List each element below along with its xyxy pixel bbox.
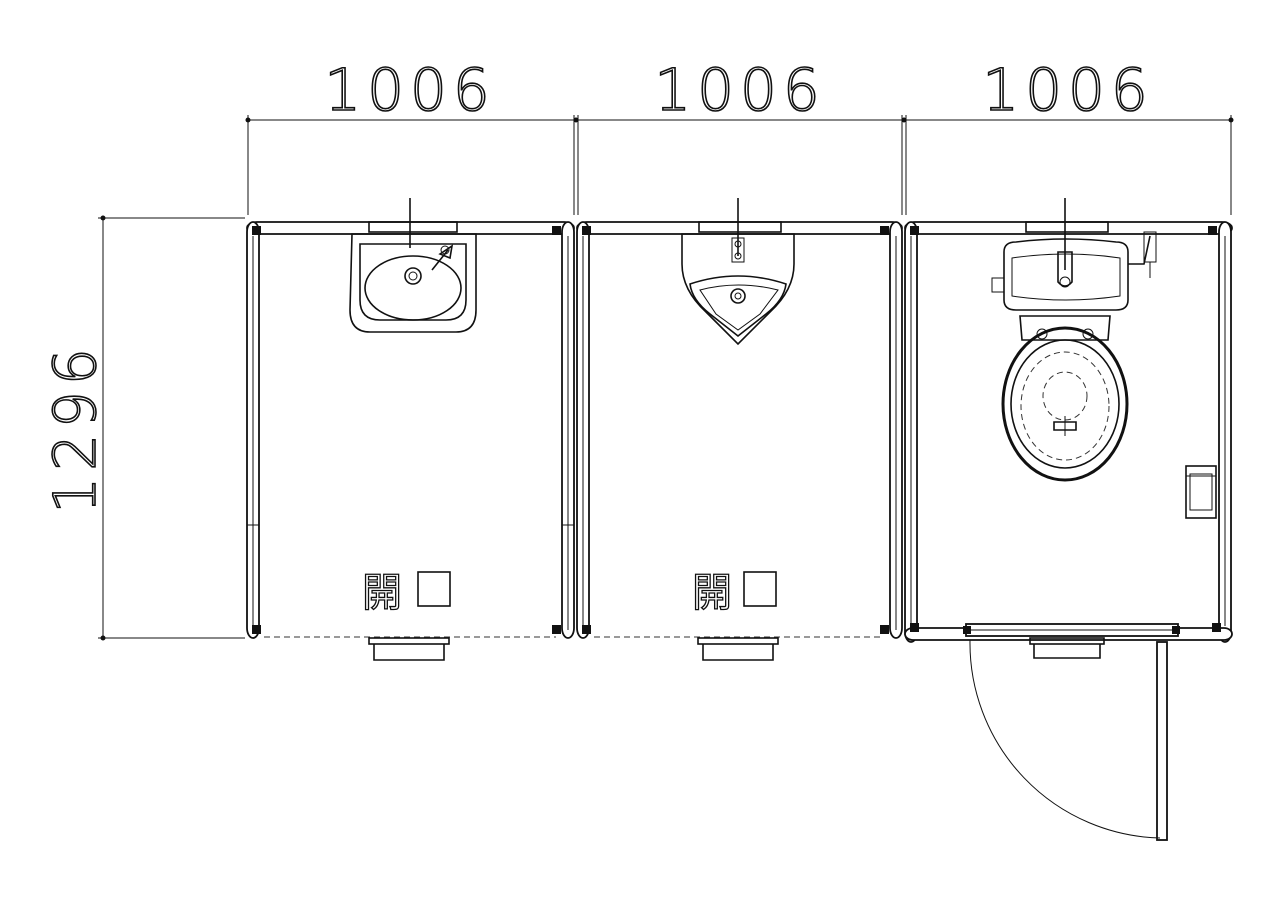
booth-2-open-sign: 開 <box>691 569 777 617</box>
booth-3 <box>904 198 1233 841</box>
booth-3-door <box>963 623 1180 841</box>
width-label-booth-2: 1006 <box>654 56 826 124</box>
booth-2-door-handle <box>697 637 779 661</box>
open-indicator-box <box>743 571 777 607</box>
side-dimension-line <box>98 215 245 641</box>
open-indicator-box <box>417 571 451 607</box>
urinal-icon <box>681 198 795 346</box>
open-label: 開 <box>692 570 732 616</box>
booth-1-open-sign: 開 <box>361 569 451 617</box>
booth-2: 開 <box>576 198 903 661</box>
toilet-icon <box>991 198 1157 482</box>
paper-holder-icon <box>1185 465 1217 519</box>
top-dimension-line <box>245 115 1234 215</box>
width-label-booth-1: 1006 <box>324 56 496 124</box>
washbasin-icon <box>349 198 477 333</box>
depth-label: 1296 <box>41 342 109 514</box>
booth-1-door-handle <box>368 637 450 661</box>
booth-1: 開 <box>246 198 575 661</box>
open-label: 開 <box>362 570 402 616</box>
booth-2-walls <box>576 221 903 639</box>
width-label-booth-3: 1006 <box>982 56 1154 124</box>
